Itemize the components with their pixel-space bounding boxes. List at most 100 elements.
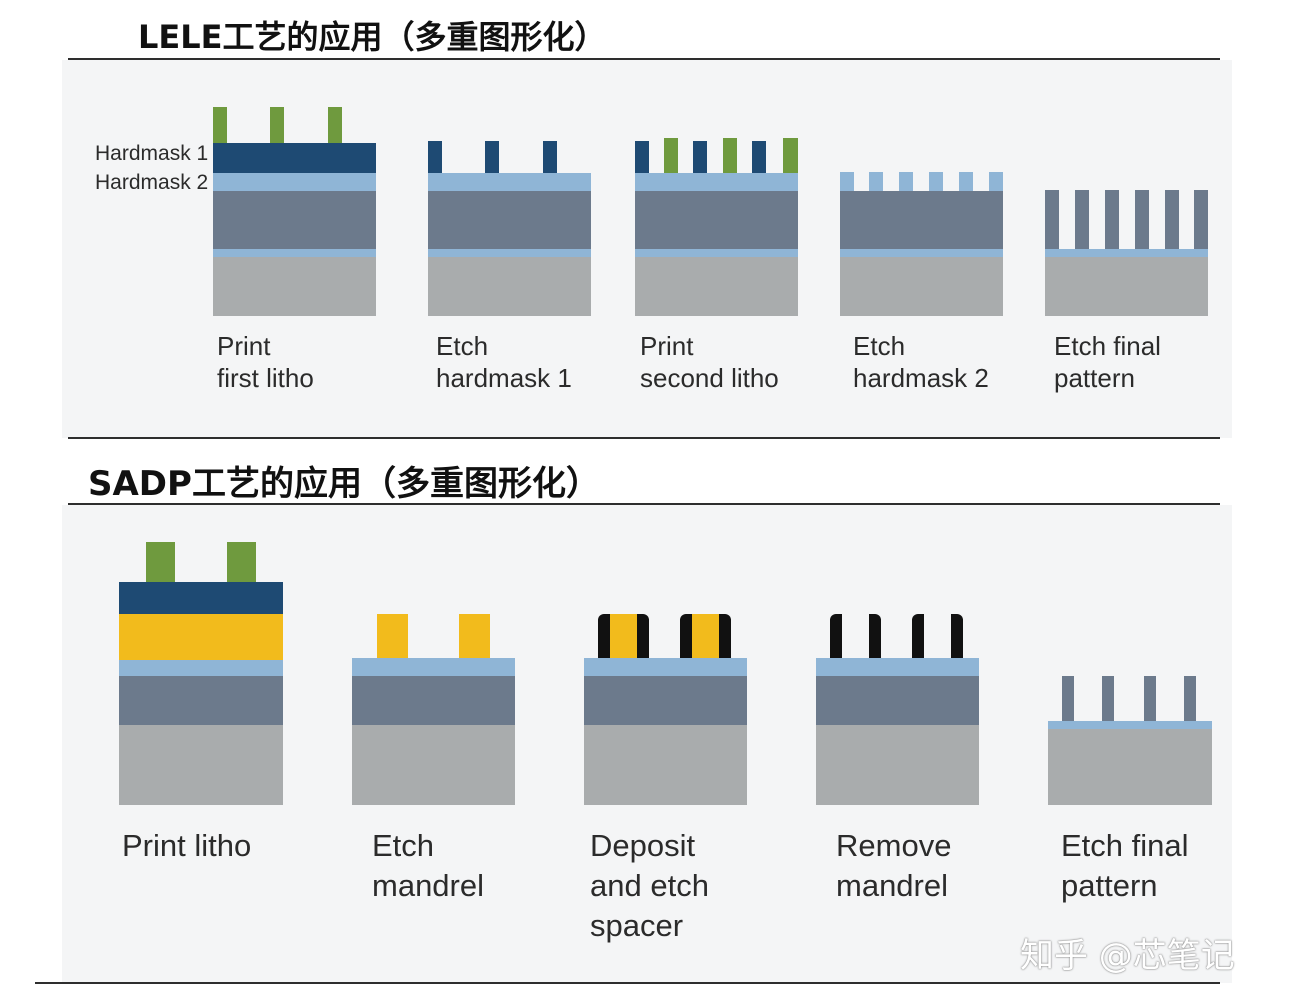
spacer: [637, 614, 649, 658]
target-layer: [119, 676, 283, 725]
sadp-step3-stack: [584, 614, 747, 805]
resist-line: [213, 107, 227, 143]
hardmask-layer: [119, 660, 283, 676]
sadp-step1-stack: [119, 542, 283, 805]
mandrel: [692, 614, 719, 658]
final-line: [1045, 190, 1059, 249]
mandrel: [610, 614, 637, 658]
section-divider: [68, 437, 1220, 439]
substrate-layer: [213, 257, 376, 316]
hardmask-layer: [816, 658, 979, 676]
hardmask2-line: [869, 172, 883, 191]
sadp-step1-caption: Print litho: [122, 828, 252, 863]
mandrel: [459, 614, 490, 658]
hardmask2-line: [989, 172, 1003, 191]
lele-title-rule: [68, 58, 1220, 60]
hardmask2-layer: [428, 173, 591, 191]
resist-line: [783, 138, 798, 173]
etch-stop-layer: [840, 249, 1003, 257]
hardmask-layer: [1048, 721, 1212, 729]
target-layer: [352, 676, 515, 725]
hardmask1-line: [543, 141, 557, 173]
lele-step3-stack: [635, 138, 798, 316]
substrate-layer: [816, 725, 979, 805]
hardmask2-line: [899, 172, 913, 191]
lele-step4-stack: [840, 172, 1003, 316]
hardmask1-layer: [213, 143, 376, 173]
spacer: [719, 614, 731, 658]
hardmask2-line: [840, 172, 854, 191]
etch-stop-layer: [635, 249, 798, 257]
cap-layer: [119, 582, 283, 614]
substrate-layer: [1045, 257, 1208, 316]
lele-step2-stack: [428, 141, 591, 316]
final-line: [1102, 676, 1114, 721]
hardmask1-label: Hardmask 1: [95, 142, 209, 165]
final-line: [1062, 676, 1074, 721]
final-line: [1105, 190, 1119, 249]
etch-stop-layer: [428, 249, 591, 257]
final-line: [1144, 676, 1156, 721]
spacer: [869, 614, 881, 658]
hardmask2-label: Hardmask 2: [95, 171, 209, 194]
substrate-layer: [840, 257, 1003, 316]
bottom-rule: [35, 982, 1220, 984]
watermark: 知乎 @芯笔记: [1020, 936, 1235, 976]
substrate-layer: [1048, 729, 1212, 805]
spacer: [680, 614, 692, 658]
target-layer: [428, 191, 591, 249]
sadp-step4-stack: [816, 614, 979, 805]
hardmask1-line: [752, 141, 766, 173]
etch-stop-layer: [213, 249, 376, 257]
target-layer: [635, 191, 798, 249]
sadp-step5-stack: [1048, 676, 1212, 805]
hardmask1-line: [635, 141, 649, 173]
substrate-layer: [119, 725, 283, 805]
hardmask1-line: [428, 141, 442, 173]
target-layer: [213, 191, 376, 249]
spacer: [912, 614, 924, 658]
resist-line: [328, 107, 342, 143]
etch-stop-layer: [1045, 249, 1208, 257]
hardmask-layer: [584, 658, 747, 676]
spacer: [951, 614, 963, 658]
substrate-layer: [428, 257, 591, 316]
mandrel-layer: [119, 614, 283, 660]
resist-line: [664, 138, 678, 173]
hardmask1-line: [693, 141, 707, 173]
substrate-layer: [635, 257, 798, 316]
mandrel: [377, 614, 408, 658]
hardmask-layer: [352, 658, 515, 676]
hardmask2-line: [959, 172, 973, 191]
lele-step1-stack: [213, 107, 376, 316]
lele-step5-stack: [1045, 190, 1208, 316]
spacer: [830, 614, 842, 658]
target-layer: [584, 676, 747, 725]
hardmask2-line: [929, 172, 943, 191]
resist-line: [270, 107, 284, 143]
substrate-layer: [584, 725, 747, 805]
resist-line: [723, 138, 737, 173]
final-line: [1194, 190, 1208, 249]
hardmask2-layer: [213, 173, 376, 191]
final-line: [1135, 190, 1149, 249]
resist-line: [227, 542, 256, 582]
hardmask2-layer: [635, 173, 798, 191]
sadp-title-rule: [68, 503, 1220, 505]
lele-title: LELE工艺的应用（多重图形化）: [138, 18, 607, 56]
substrate-layer: [352, 725, 515, 805]
spacer: [598, 614, 610, 658]
hardmask1-line: [485, 141, 499, 173]
final-line: [1165, 190, 1179, 249]
target-layer: [840, 191, 1003, 249]
sadp-title: SADP工艺的应用（多重图形化）: [88, 464, 600, 504]
